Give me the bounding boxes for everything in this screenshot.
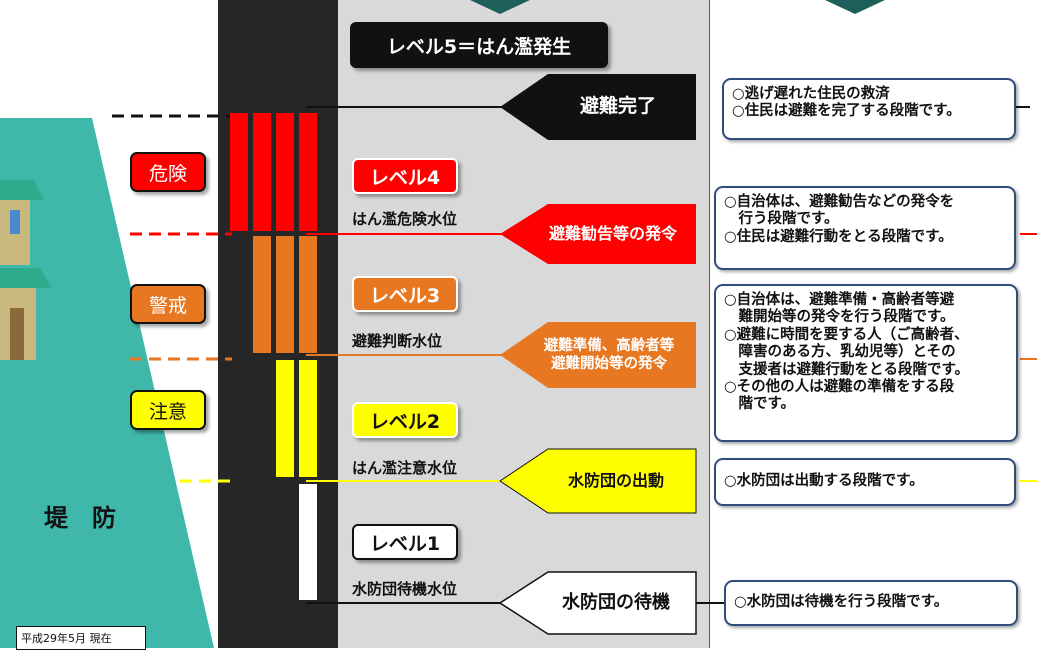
arrow-standby-shape (498, 571, 697, 635)
levee-shape (0, 118, 214, 648)
level5-box: レベル5＝はん濫発生 (350, 22, 608, 68)
desc-level3-item-2: ○避難に時間を要する人（ご高齢者、 障害のある方、乳幼児等）とその 支援者は避難… (724, 326, 970, 378)
desc-level3-item-1: ○自治体は、避難準備・高齢者等避 難開始等の発令を行う段階です。 (724, 292, 955, 326)
top-arrow-tips (470, 0, 885, 14)
bar-red-1 (230, 113, 248, 231)
risk-label-warning: 警戒 (130, 284, 206, 324)
house-roof-upper (0, 180, 44, 200)
top-arrow-right (825, 0, 885, 14)
arrow-advisory-text: 避難勧告等の発令 (548, 224, 677, 243)
arrow-preparation-text: 避難準備、高齢者等 避難開始等の発令 (543, 337, 675, 372)
level3-box: レベル3 (352, 276, 458, 312)
bar-orange-2 (276, 236, 294, 353)
desc-level4: ○自治体は、避難勧告などの発令を 行う段階です。 ○住民は避難行動をとる段階です… (714, 186, 1016, 270)
bar-red-2 (253, 113, 271, 231)
bar-red-3 (276, 113, 294, 231)
house-roof-lower (0, 268, 52, 288)
panel-divider (709, 0, 710, 648)
desc-level3: ○自治体は、避難準備・高齢者等避 難開始等の発令を行う段階です。 ○避難に時間を… (714, 284, 1018, 442)
water-level-caution: はん濫注意水位 (352, 459, 458, 477)
desc-level1: ○水防団は待機を行う段階です。 (724, 580, 1018, 626)
bar-orange-3 (299, 236, 317, 353)
arrow-complete-shape (500, 74, 696, 140)
levee-label: 堤 防 (44, 504, 116, 532)
arrow-standby-text: 水防団の待機 (562, 591, 670, 613)
bar-orange-1 (253, 236, 271, 353)
desc-level4-item-1: ○自治体は、避難勧告などの発令を 行う段階です。 (724, 194, 955, 228)
desc-level5-item-2: ○住民は避難を完了する段階です。 (732, 103, 961, 120)
risk-label-danger: 危険 (130, 152, 206, 192)
water-level-danger: はん濫危険水位 (352, 210, 458, 228)
water-level-evacuation-decision: 避難判断水位 (352, 332, 443, 350)
desc-level5: ○逃げ遅れた住民の救済 ○住民は避難を完了する段階です。 (722, 78, 1016, 140)
bar-red-4 (299, 113, 317, 231)
arrow-preparation-shape (500, 322, 696, 388)
level2-box: レベル2 (352, 402, 458, 438)
arrow-deploy-text: 水防団の出動 (567, 471, 664, 490)
desc-level1-item-1: ○水防団は待機を行う段階です。 (734, 594, 949, 611)
water-level-standby: 水防団待機水位 (352, 580, 458, 598)
level4-box: レベル4 (352, 158, 458, 194)
bar-yellow-1 (276, 360, 294, 477)
bar-yellow-2 (299, 360, 317, 477)
desc-level3-item-3: ○その他の人は避難の準備をする段 階です。 (724, 378, 955, 413)
top-arrow-left (470, 0, 530, 14)
arrow-deploy-shape (499, 448, 697, 514)
desc-level2-item-1: ○水防団は出動する段階です。 (724, 473, 924, 490)
desc-level5-item-1: ○逃げ遅れた住民の救済 (732, 86, 890, 102)
house-door (10, 308, 24, 360)
desc-level4-item-2: ○住民は避難行動をとる段階です。 (724, 228, 953, 245)
arrow-advisory-shape (500, 204, 696, 264)
arrow-complete-text: 避難完了 (579, 95, 656, 118)
house-window (10, 210, 20, 234)
risk-label-caution: 注意 (130, 390, 206, 430)
level1-box: レベル1 (352, 524, 458, 560)
bar-white-1 (299, 484, 317, 600)
desc-level2: ○水防団は出動する段階です。 (714, 458, 1016, 506)
